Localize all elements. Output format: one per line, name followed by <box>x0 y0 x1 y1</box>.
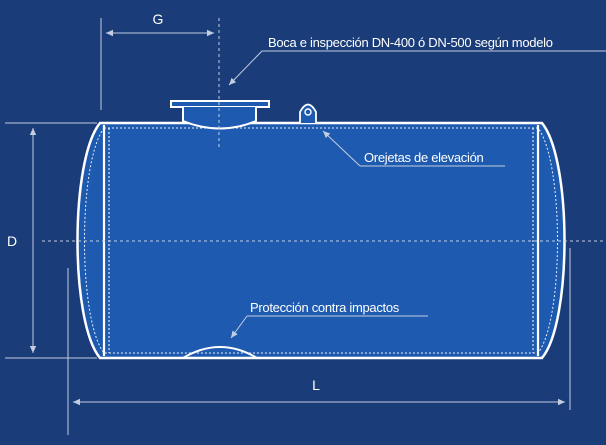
manhole <box>170 100 270 130</box>
callout-manhole: Boca e inspección DN-400 ó DN-500 según … <box>228 35 606 86</box>
dimension-g: G <box>100 11 214 110</box>
manhole-callout-text: Boca e inspección DN-400 ó DN-500 según … <box>268 35 553 50</box>
dimension-d-label: D <box>7 233 17 249</box>
impact-protection-pad <box>182 346 258 359</box>
tank-body <box>76 121 566 360</box>
manhole-neck <box>182 107 257 130</box>
lifting-lug <box>299 103 317 123</box>
impact-protection-callout-text: Protección contra impactos <box>250 300 400 315</box>
dimension-l: L <box>67 248 571 435</box>
callout-impact-protection: Protección contra impactos <box>230 300 428 339</box>
dimension-d: D <box>5 122 97 359</box>
tank <box>76 121 566 360</box>
dimension-g-label: G <box>153 11 164 27</box>
lifting-lug-hole <box>304 108 312 116</box>
lifting-lugs-callout-text: Orejetas de elevación <box>364 150 484 165</box>
dimension-l-label: L <box>312 377 320 393</box>
manhole-flange <box>170 100 270 108</box>
callout-lifting-lugs: Orejetas de elevación <box>322 130 505 167</box>
